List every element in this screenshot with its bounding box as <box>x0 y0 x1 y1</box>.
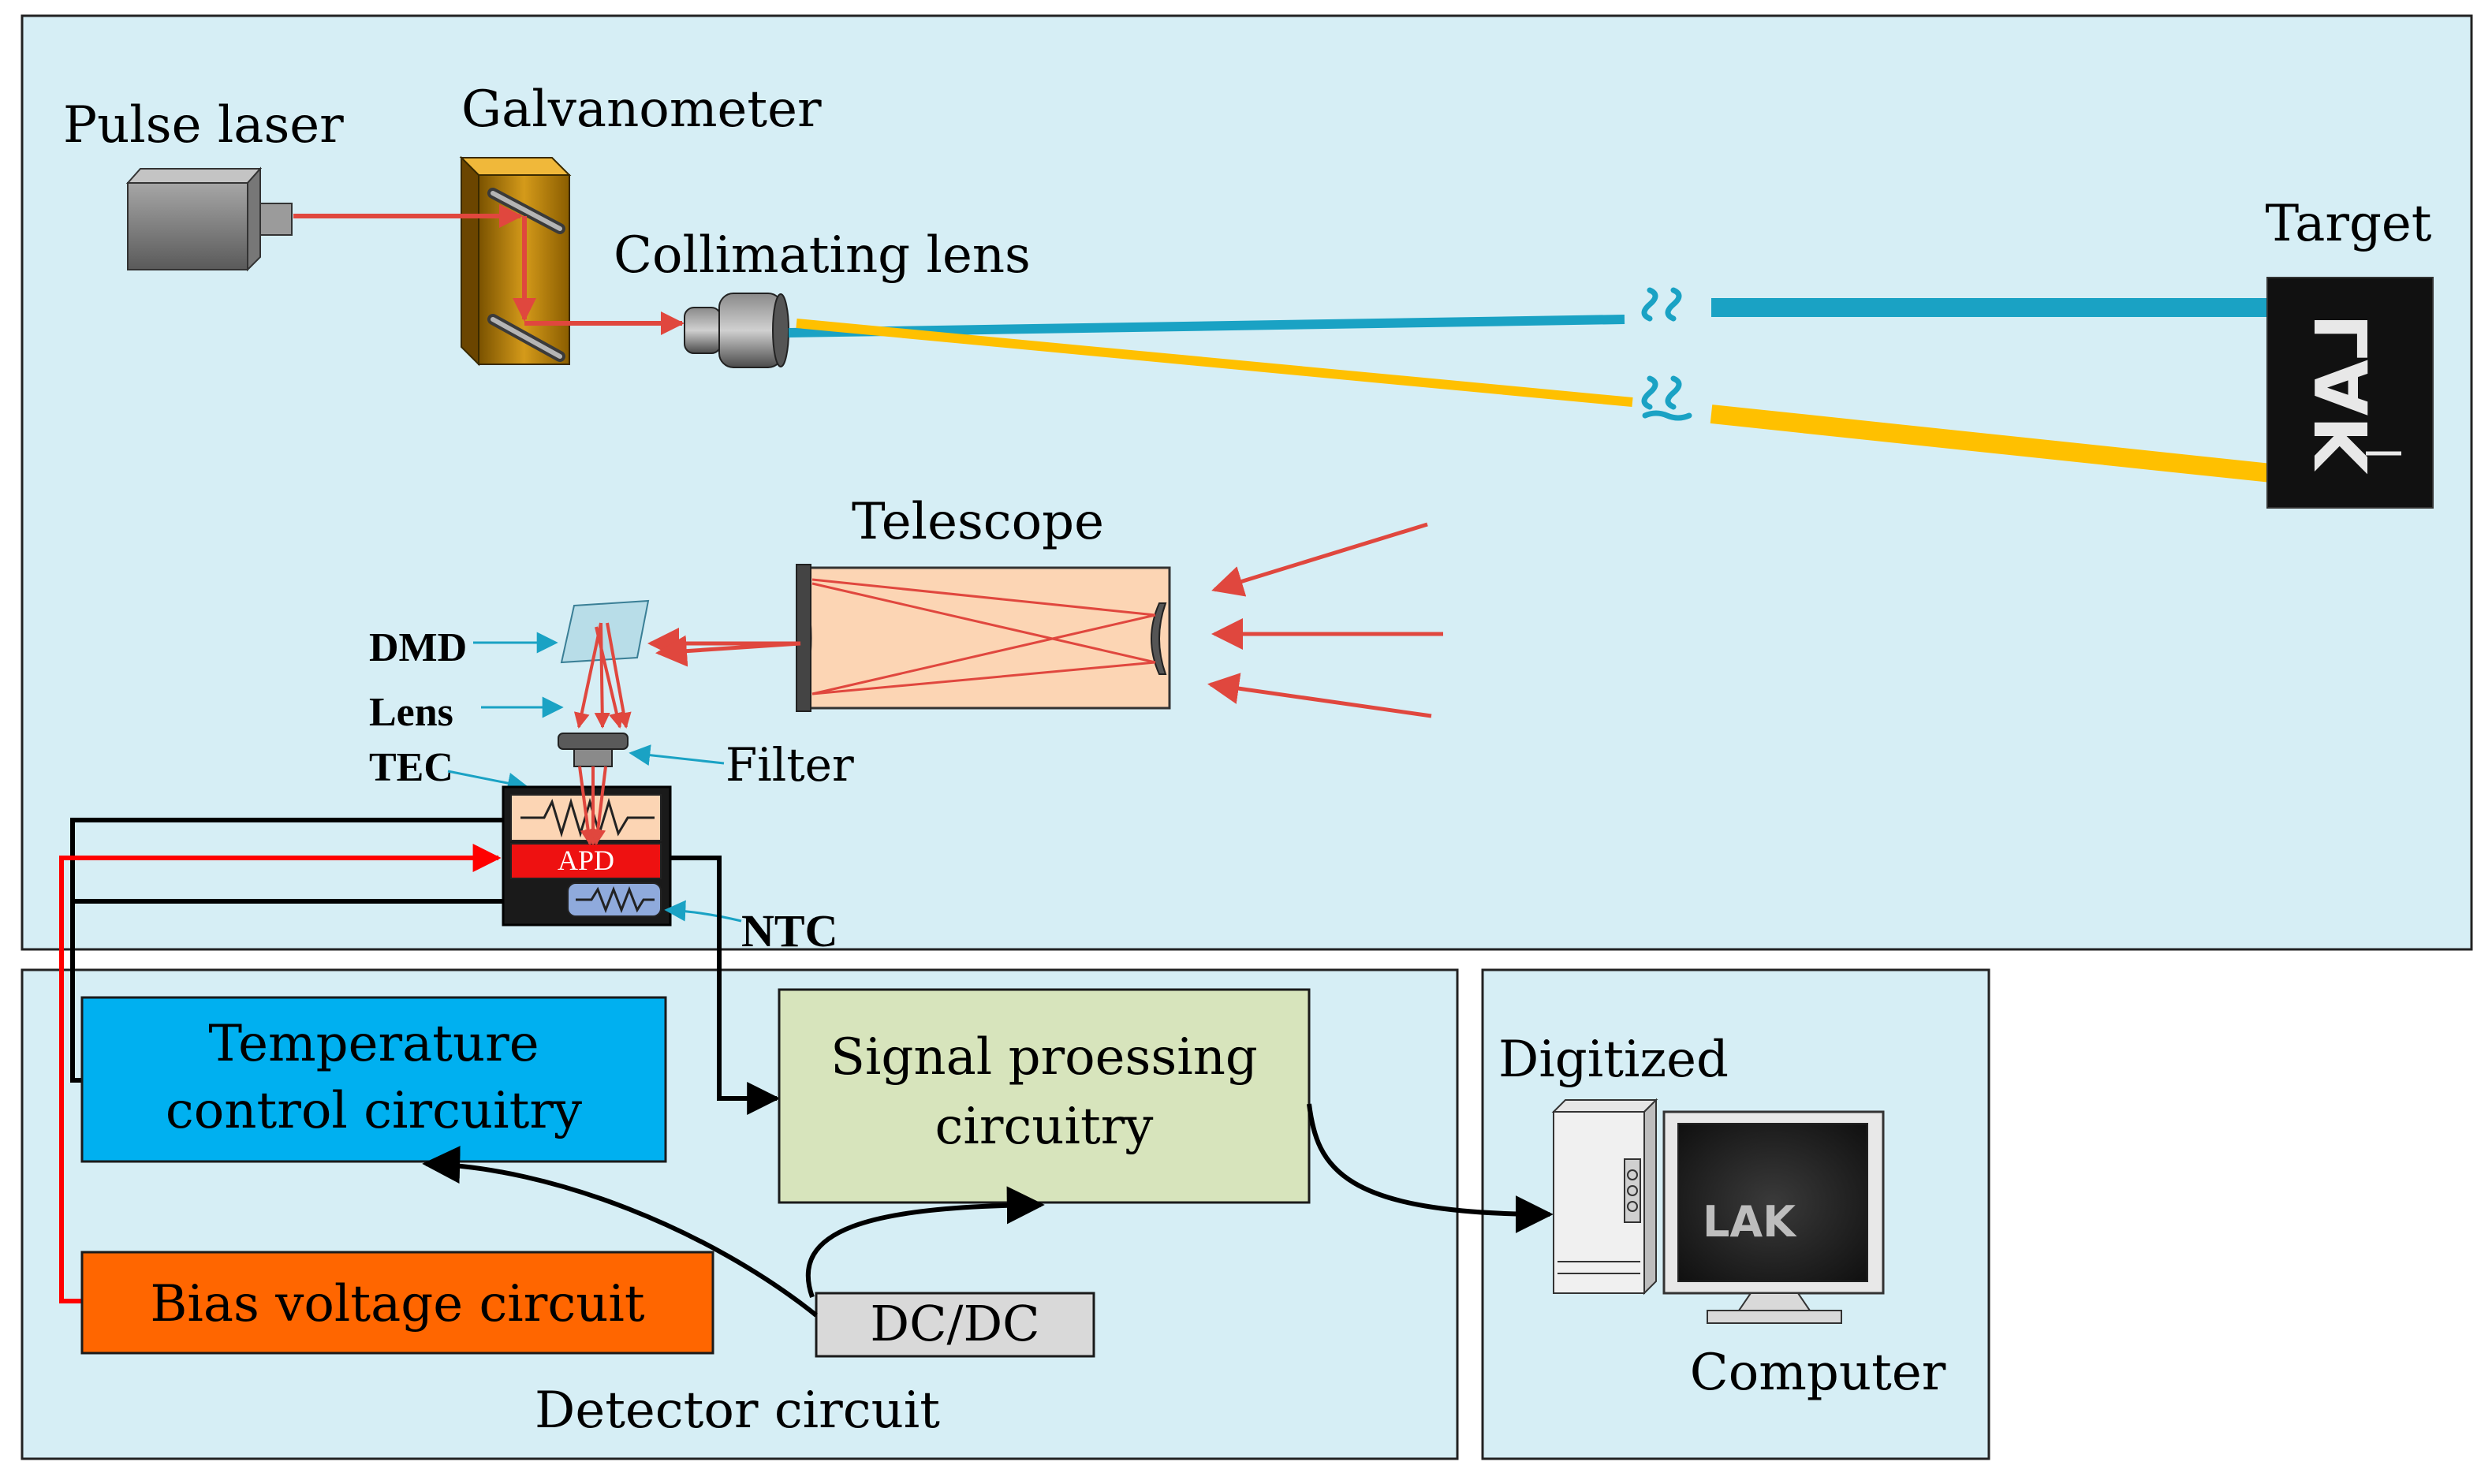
collimating-lens: Collimating lens <box>614 226 1031 368</box>
filter-label: Filter <box>726 738 854 792</box>
collimating-lens-label: Collimating lens <box>614 226 1031 285</box>
detector-circuit-label: Detector circuit <box>535 1381 940 1440</box>
signal-processing-line1: Signal proessing <box>830 1028 1258 1087</box>
temperature-control-line2: control circuitry <box>166 1082 582 1140</box>
galvanometer-label: Galvanometer <box>461 80 822 139</box>
ntc-label: NTC <box>741 905 838 956</box>
wiring <box>59 818 781 1303</box>
target-label: Target <box>2265 195 2431 253</box>
ntc-label-group: NTC <box>664 900 838 956</box>
pulse-laser: Pulse laser <box>63 96 344 272</box>
filter: Filter <box>558 733 854 792</box>
computer-label: Computer <box>1690 1344 1946 1402</box>
apd-label: APD <box>558 845 614 876</box>
tec-label: TEC <box>369 745 453 790</box>
signal-processing-block: Signal proessing circuitry <box>778 988 1311 1204</box>
target-image-text: LAK <box>2300 313 2385 475</box>
dmd: DMD <box>369 599 650 670</box>
signal-to-computer <box>1307 1103 1554 1233</box>
incoming-rays <box>1207 522 1443 718</box>
distance-break-symbols <box>1641 287 1692 421</box>
dcdc-connections <box>422 1146 1045 1318</box>
detector-module: APD <box>502 785 672 927</box>
pulse-laser-label: Pulse laser <box>63 96 344 155</box>
dmd-label: DMD <box>369 625 467 670</box>
outgoing-beam <box>788 298 2271 337</box>
signal-processing-line2: circuitry <box>935 1098 1154 1156</box>
lens: Lens <box>369 690 564 735</box>
digitized-label: Digitized <box>1498 1031 1729 1089</box>
galvanometer: Galvanometer <box>459 80 822 367</box>
lens-label: Lens <box>369 690 453 735</box>
telescope-label: Telescope <box>852 493 1104 551</box>
temperature-control-line1: Temperature <box>208 1015 539 1073</box>
computer: LAK Computer <box>1551 1098 1946 1402</box>
detector-focus-rays <box>578 766 607 845</box>
temperature-control-block: Temperature control circuitry <box>80 996 667 1163</box>
bias-voltage-label: Bias voltage circuit <box>150 1275 645 1333</box>
monitor-image-text: LAK <box>1703 1197 1797 1247</box>
return-beam <box>796 319 2273 483</box>
dmd-to-detector-rays <box>573 622 632 729</box>
dcdc-label: DC/DC <box>870 1295 1039 1352</box>
dcdc-block: DC/DC <box>815 1292 1095 1358</box>
tec-label-group: TEC <box>369 745 529 794</box>
telescope: Telescope <box>796 493 1171 712</box>
target: Target LAK <box>2265 195 2434 509</box>
telescope-to-dmd-rays <box>647 628 801 667</box>
bias-voltage-block: Bias voltage circuit <box>80 1251 714 1355</box>
laser-path <box>293 204 685 335</box>
optical-system-panel <box>21 14 2473 951</box>
